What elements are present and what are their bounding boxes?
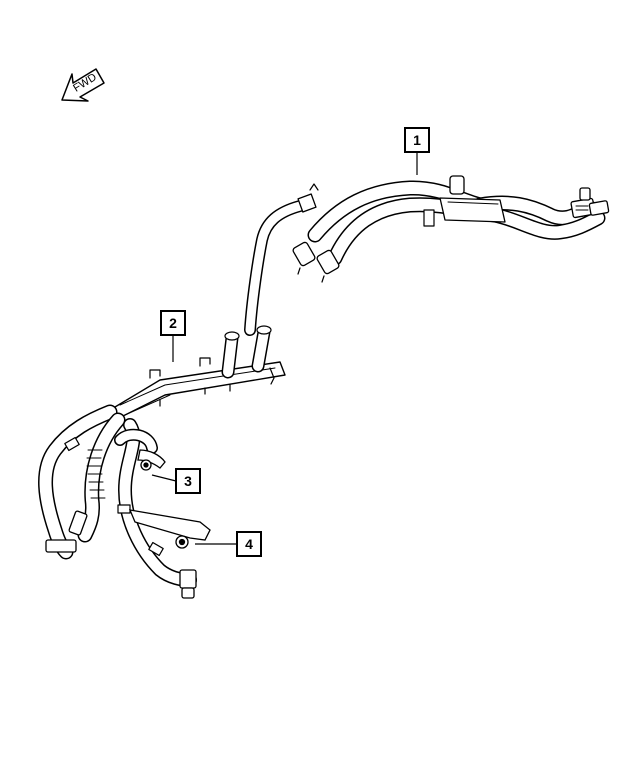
bracket-with-nut [128,509,211,549]
heater-hose-harness [38,325,286,599]
callout-3-label: 3 [184,473,192,489]
callout-3: 3 [151,468,201,494]
callout-2-label: 2 [169,315,177,331]
fwd-arrow-icon: FWD [61,68,105,102]
callout-4: 4 [195,531,262,557]
callout-1: 1 [404,127,430,175]
nut [137,449,166,471]
callout-1-label: 1 [413,132,421,148]
callout-2: 2 [160,310,186,362]
heater-hose-assembly [244,175,610,336]
callout-4-label: 4 [245,536,253,552]
